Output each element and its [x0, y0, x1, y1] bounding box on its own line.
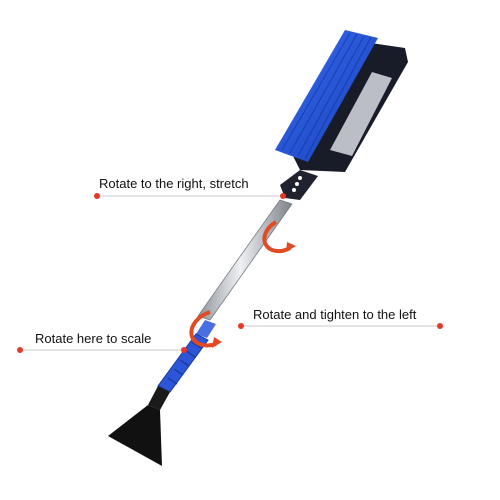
leader-line-tighten-left — [238, 323, 443, 329]
lock-buttons — [292, 176, 302, 192]
callout-rotate-right: Rotate to the right, stretch — [99, 176, 249, 191]
pole-lock-ring — [196, 320, 216, 338]
squeegee-blade — [330, 72, 392, 156]
callout-tighten-left: Rotate and tighten to the left — [253, 307, 417, 322]
ice-scraper — [108, 386, 170, 466]
leader-line-rotate-scale — [17, 347, 187, 353]
brush-head — [275, 30, 408, 200]
rotation-arrow-lower — [189, 310, 222, 348]
callout-rotate-scale: Rotate here to scale — [35, 331, 152, 346]
leader-line-rotate-right — [94, 193, 286, 199]
bristles — [275, 30, 378, 162]
rotation-arrow-upper — [262, 220, 296, 254]
brush-collar — [280, 170, 318, 200]
